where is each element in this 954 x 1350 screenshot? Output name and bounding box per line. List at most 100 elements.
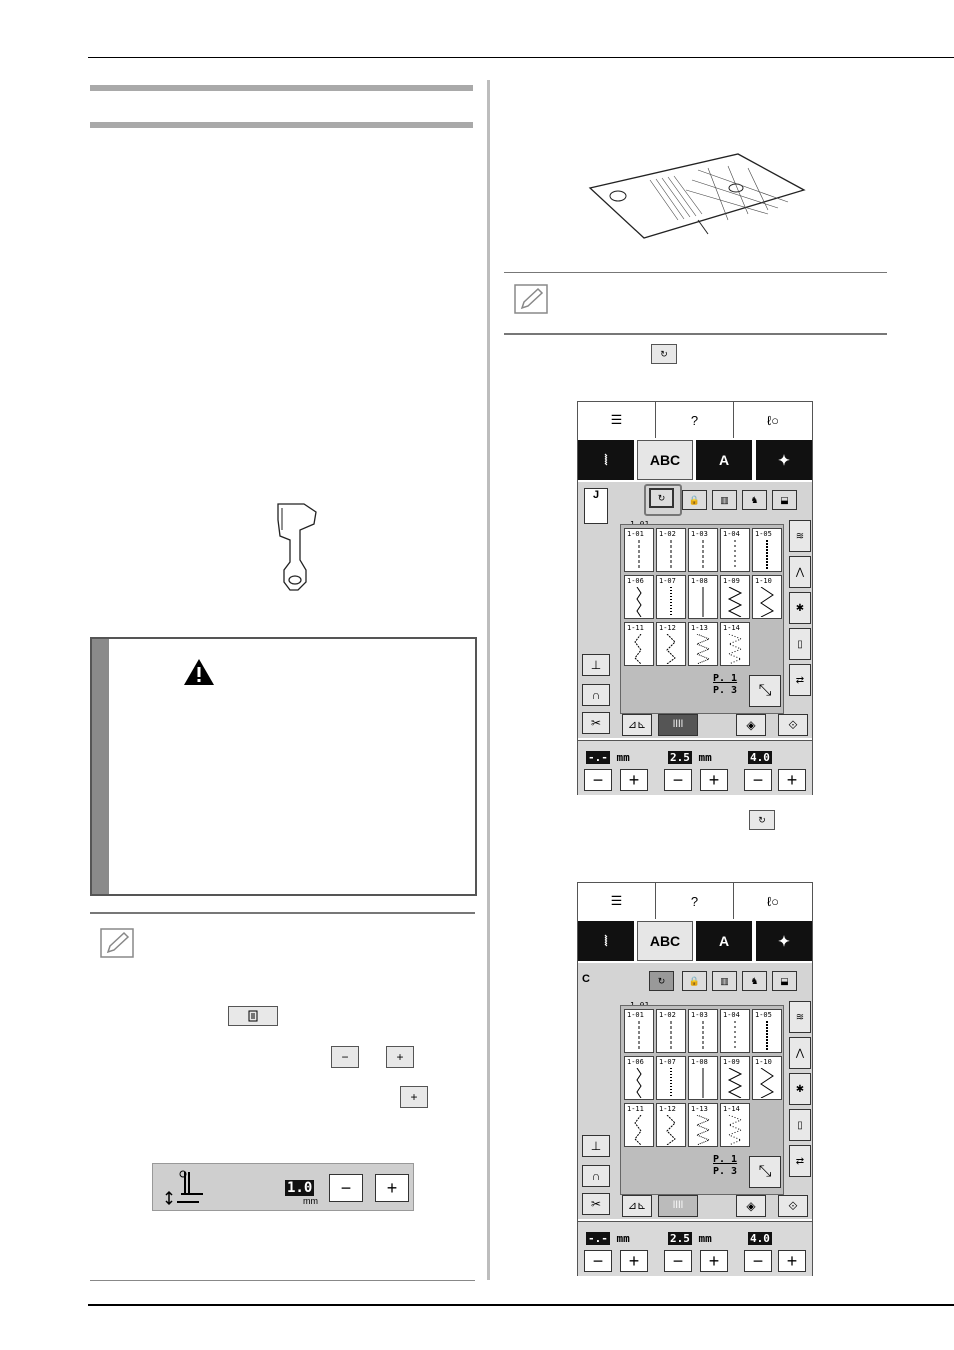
pattern-cell[interactable]: 1-03	[688, 1009, 718, 1053]
plus-inline-button[interactable]: +	[386, 1046, 414, 1068]
pattern-cell[interactable]: 1-06	[624, 1056, 654, 1100]
presser-foot-lift-button[interactable]: ⊥	[582, 1135, 610, 1157]
pattern-cell[interactable]: 1-01	[624, 1009, 654, 1053]
pivot-inline-button[interactable]: ↻	[651, 344, 677, 364]
page-scroll-button[interactable]: ⤡	[749, 675, 781, 707]
pattern-cell[interactable]: 1-10	[752, 1056, 782, 1100]
pattern-cell[interactable]: 1-08	[688, 1056, 718, 1100]
pattern-cell[interactable]: 1-13	[688, 1103, 718, 1147]
tab-needle-mode[interactable]: ℓ○	[766, 412, 780, 428]
length-plus-button[interactable]: +	[700, 769, 728, 791]
pattern-cell[interactable]: 1-04	[720, 528, 750, 572]
pivot-button[interactable]: ↻	[649, 488, 674, 508]
pattern-cell[interactable]: 1-13	[688, 622, 718, 666]
category-character[interactable]: ABC	[637, 921, 693, 961]
pattern-cell[interactable]: 1-14	[720, 622, 750, 666]
side-category-3[interactable]: ✱	[789, 1073, 811, 1105]
set-button[interactable]: ⟐	[778, 1195, 808, 1217]
length-minus-button[interactable]: −	[664, 769, 692, 791]
category-character[interactable]: ABC	[637, 440, 693, 480]
side-category-5[interactable]: ⇄	[789, 664, 811, 696]
side-category-1[interactable]: ≋	[789, 520, 811, 552]
pattern-cell[interactable]: 1-09	[720, 575, 750, 619]
tension-minus-button[interactable]: −	[744, 1250, 772, 1272]
tab-help[interactable]: ?	[656, 402, 734, 438]
side-category-2[interactable]: ⋀	[789, 556, 811, 588]
pattern-cell[interactable]: 1-05	[752, 528, 782, 572]
side-category-4[interactable]: ▯	[789, 1109, 811, 1141]
side-category-2[interactable]: ⋀	[789, 1037, 811, 1069]
thread-cutter-button[interactable]: ✂	[582, 712, 610, 734]
presser-foot-lift-button[interactable]: ⊥	[582, 654, 610, 676]
sewing-guide-button[interactable]: ♞	[742, 490, 767, 510]
pattern-cell[interactable]: 1-11	[624, 622, 654, 666]
side-category-1[interactable]: ≋	[789, 1001, 811, 1033]
pattern-cell[interactable]: 1-10	[752, 575, 782, 619]
memory-button[interactable]: ⬓	[772, 971, 797, 991]
tension-plus-button[interactable]: +	[778, 769, 806, 791]
tab-needle-mode[interactable]: ℓ○	[766, 893, 780, 909]
category-alphabet[interactable]: A	[696, 440, 752, 480]
pattern-cell[interactable]: 1-05	[752, 1009, 782, 1053]
tab-settings[interactable]: ☰	[578, 883, 656, 919]
minus-inline-button[interactable]: −	[331, 1046, 359, 1068]
category-utility[interactable]: ⦚	[578, 921, 634, 961]
category-embroidery[interactable]: ✦	[756, 921, 812, 961]
sewing-guide-button[interactable]: ♞	[742, 971, 767, 991]
width-plus-button[interactable]: +	[620, 769, 648, 791]
pattern-cell[interactable]: 1-14	[720, 1103, 750, 1147]
plus-inline-button-2[interactable]: +	[400, 1086, 428, 1108]
category-embroidery[interactable]: ✦	[756, 440, 812, 480]
foot-height-minus-button[interactable]: −	[329, 1174, 363, 1202]
width-minus-button[interactable]: −	[584, 1250, 612, 1272]
length-plus-button[interactable]: +	[700, 1250, 728, 1272]
width-plus-button[interactable]: +	[620, 1250, 648, 1272]
mirror-button[interactable]: ⊿⊾	[622, 714, 652, 736]
pattern-cell[interactable]: 1-01	[624, 528, 654, 572]
length-minus-button[interactable]: −	[664, 1250, 692, 1272]
pattern-book-button[interactable]: ▥	[712, 971, 737, 991]
width-minus-button[interactable]: −	[584, 769, 612, 791]
lock-button[interactable]: 🔒	[682, 971, 707, 991]
pattern-cell[interactable]: 1-12	[656, 622, 686, 666]
side-category-5[interactable]: ⇄	[789, 1145, 811, 1177]
pattern-book-button[interactable]: ▥	[712, 490, 737, 510]
pattern-cell[interactable]: 1-12	[656, 1103, 686, 1147]
pattern-cell[interactable]: 1-07	[656, 1056, 686, 1100]
pattern-cell[interactable]: 1-02	[656, 1009, 686, 1053]
mirror-button[interactable]: ⊿⊾	[622, 1195, 652, 1217]
pattern-cell[interactable]: 1-06	[624, 575, 654, 619]
pattern-grid: 1-01 1-02 1-03 1-04 1-05 1-06 1-07 1-08 …	[620, 524, 784, 714]
tension-plus-button[interactable]: +	[778, 1250, 806, 1272]
side-category-4[interactable]: ▯	[789, 628, 811, 660]
pattern-cell[interactable]: 1-03	[688, 528, 718, 572]
memory-button[interactable]: ⬓	[772, 490, 797, 510]
tab-settings[interactable]: ☰	[578, 402, 656, 438]
image-button[interactable]: ◈	[736, 1195, 766, 1217]
page-scroll-button[interactable]: ⤡	[749, 1156, 781, 1188]
lock-button[interactable]: 🔒	[682, 490, 707, 510]
settings-inline-button[interactable]	[228, 1006, 278, 1026]
twin-needle-button[interactable]: ǀǀǀǀ	[658, 714, 698, 736]
side-category-3[interactable]: ✱	[789, 592, 811, 624]
pattern-cell[interactable]: 1-11	[624, 1103, 654, 1147]
set-button[interactable]: ⟐	[778, 714, 808, 736]
bottom-rule	[88, 1304, 954, 1306]
reverse-button[interactable]: ∩	[582, 684, 610, 706]
pattern-cell[interactable]: 1-09	[720, 1056, 750, 1100]
tension-minus-button[interactable]: −	[744, 769, 772, 791]
reverse-button[interactable]: ∩	[582, 1165, 610, 1187]
pattern-cell[interactable]: 1-04	[720, 1009, 750, 1053]
thread-cutter-button[interactable]: ✂	[582, 1193, 610, 1215]
pattern-cell[interactable]: 1-02	[656, 528, 686, 572]
tab-help[interactable]: ?	[656, 883, 734, 919]
foot-height-plus-button[interactable]: +	[375, 1174, 409, 1202]
image-button[interactable]: ◈	[736, 714, 766, 736]
category-alphabet[interactable]: A	[696, 921, 752, 961]
twin-needle-button[interactable]: ǀǀǀǀ	[658, 1195, 698, 1217]
pattern-cell[interactable]: 1-07	[656, 575, 686, 619]
pivot-button[interactable]: ↻	[649, 971, 674, 991]
category-utility[interactable]: ⦚	[578, 440, 634, 480]
pattern-cell[interactable]: 1-08	[688, 575, 718, 619]
pivot-inline-button-2[interactable]: ↻	[749, 810, 775, 830]
